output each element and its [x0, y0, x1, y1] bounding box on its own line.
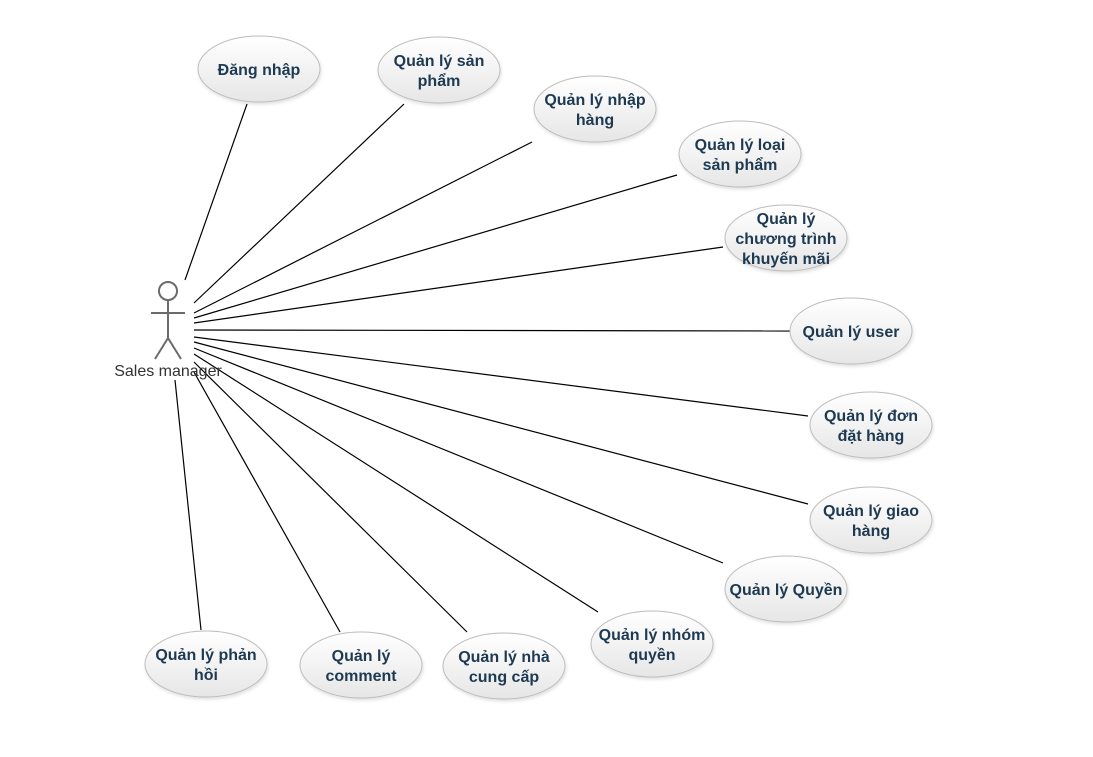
association-line-quan-ly-comment: [193, 371, 341, 633]
use-case-label: Quản lý nhập: [544, 92, 646, 109]
use-case-ellipse: [809, 486, 933, 554]
use-case-quan-ly-san-pham[interactable]: Quản lý sản phẩm: [377, 36, 501, 104]
use-case-ellipse: [377, 36, 501, 104]
use-case-label: Quản lý: [757, 211, 816, 228]
actor-label: Sales manager: [114, 363, 222, 380]
use-case-label: Quản lý sản: [394, 53, 485, 70]
actor-head: [158, 281, 178, 301]
use-case-label: khuyến mãi: [742, 251, 830, 268]
use-case-quan-ly-quyen[interactable]: Quản lý Quyền: [724, 555, 848, 623]
use-case-quan-ly-loai-san-pham[interactable]: Quản lý loại sản phẩm: [678, 120, 802, 188]
association-line-quan-ly-phan-hoi: [174, 379, 202, 631]
use-case-ellipse: [590, 610, 714, 678]
use-case-label: Quản lý đơn: [824, 408, 918, 425]
association-line-dang-nhap: [184, 103, 248, 281]
use-case-label: Quản lý loại: [695, 137, 786, 154]
use-case-label: comment: [325, 668, 397, 685]
use-case-quan-ly-phan-hoi[interactable]: Quản lý phản hồi: [144, 630, 268, 698]
actor-left-leg: [154, 337, 169, 360]
use-case-label: Quản lý nhà: [458, 649, 550, 666]
association-line-quan-ly-nhap-hang: [193, 141, 533, 314]
association-line-quan-ly-nhom-quyen: [193, 353, 599, 613]
use-case-label: quyền: [628, 647, 675, 664]
use-case-ellipse: [299, 631, 423, 699]
actor-sales-manager[interactable]: Sales manager: [114, 281, 222, 380]
use-case-label: cung cấp: [469, 669, 539, 686]
use-case-quan-ly-user[interactable]: Quản lý user: [789, 297, 913, 365]
use-case-label: phẩm: [418, 72, 461, 90]
use-case-quan-ly-don-dat-hang[interactable]: Quản lý đơn đặt hàng: [809, 391, 933, 459]
use-case-label: Đăng nhập: [218, 62, 301, 79]
use-case-label: hàng: [576, 112, 614, 129]
use-case-quan-ly-nha-cung-cap[interactable]: Quản lý nhà cung cấp: [442, 632, 566, 700]
association-line-quan-ly-nha-cung-cap: [193, 361, 468, 633]
use-case-ellipse: [724, 204, 848, 272]
use-case-quan-ly-chuong-trinh-khuyen-mai[interactable]: Quản lý chương trình khuyến mãi: [724, 204, 848, 272]
use-case-quan-ly-comment[interactable]: Quản lý comment: [299, 631, 423, 699]
use-case-label: Quản lý giao: [823, 503, 919, 520]
association-line-quan-ly-user: [193, 329, 791, 332]
association-line-quan-ly-giao-hang: [193, 341, 809, 505]
association-line-quan-ly-chuong-trinh-khuyen-mai: [193, 246, 724, 324]
use-case-label: đặt hàng: [838, 428, 905, 445]
use-case-label: Quản lý nhóm: [599, 627, 706, 644]
use-case-quan-ly-nhom-quyen[interactable]: Quản lý nhóm quyền: [590, 610, 714, 678]
use-case-dang-nhap[interactable]: Đăng nhập: [197, 35, 321, 103]
use-case-label: Quản lý Quyền: [730, 582, 843, 599]
use-case-ellipse: [809, 391, 933, 459]
use-case-quan-ly-giao-hang[interactable]: Quản lý giao hàng: [809, 486, 933, 554]
association-lines: [174, 103, 809, 633]
use-case-ellipse: [533, 75, 657, 143]
use-case-quan-ly-nhap-hang[interactable]: Quản lý nhập hàng: [533, 75, 657, 143]
use-case-label: sản phẩm: [703, 156, 778, 174]
use-case-ellipse: [197, 35, 321, 103]
use-case-ellipse: [678, 120, 802, 188]
use-case-label: hồi: [194, 667, 218, 684]
association-line-quan-ly-quyen: [193, 347, 724, 564]
use-case-ellipse: [789, 297, 913, 365]
use-case-label: hàng: [852, 523, 890, 540]
use-case-label: Quản lý phản: [155, 647, 256, 664]
use-case-ellipse: [442, 632, 566, 700]
use-case-label: Quản lý user: [803, 324, 900, 341]
association-line-quan-ly-loai-san-pham: [193, 174, 678, 319]
actor-right-leg: [167, 337, 182, 360]
association-line-quan-ly-don-dat-hang: [193, 336, 809, 417]
association-line-quan-ly-san-pham: [193, 103, 405, 304]
use-case-ellipse: [144, 630, 268, 698]
use-case-label: chương trình: [735, 231, 836, 248]
use-case-ellipse: [724, 555, 848, 623]
use-case-label: Quản lý: [332, 648, 391, 665]
